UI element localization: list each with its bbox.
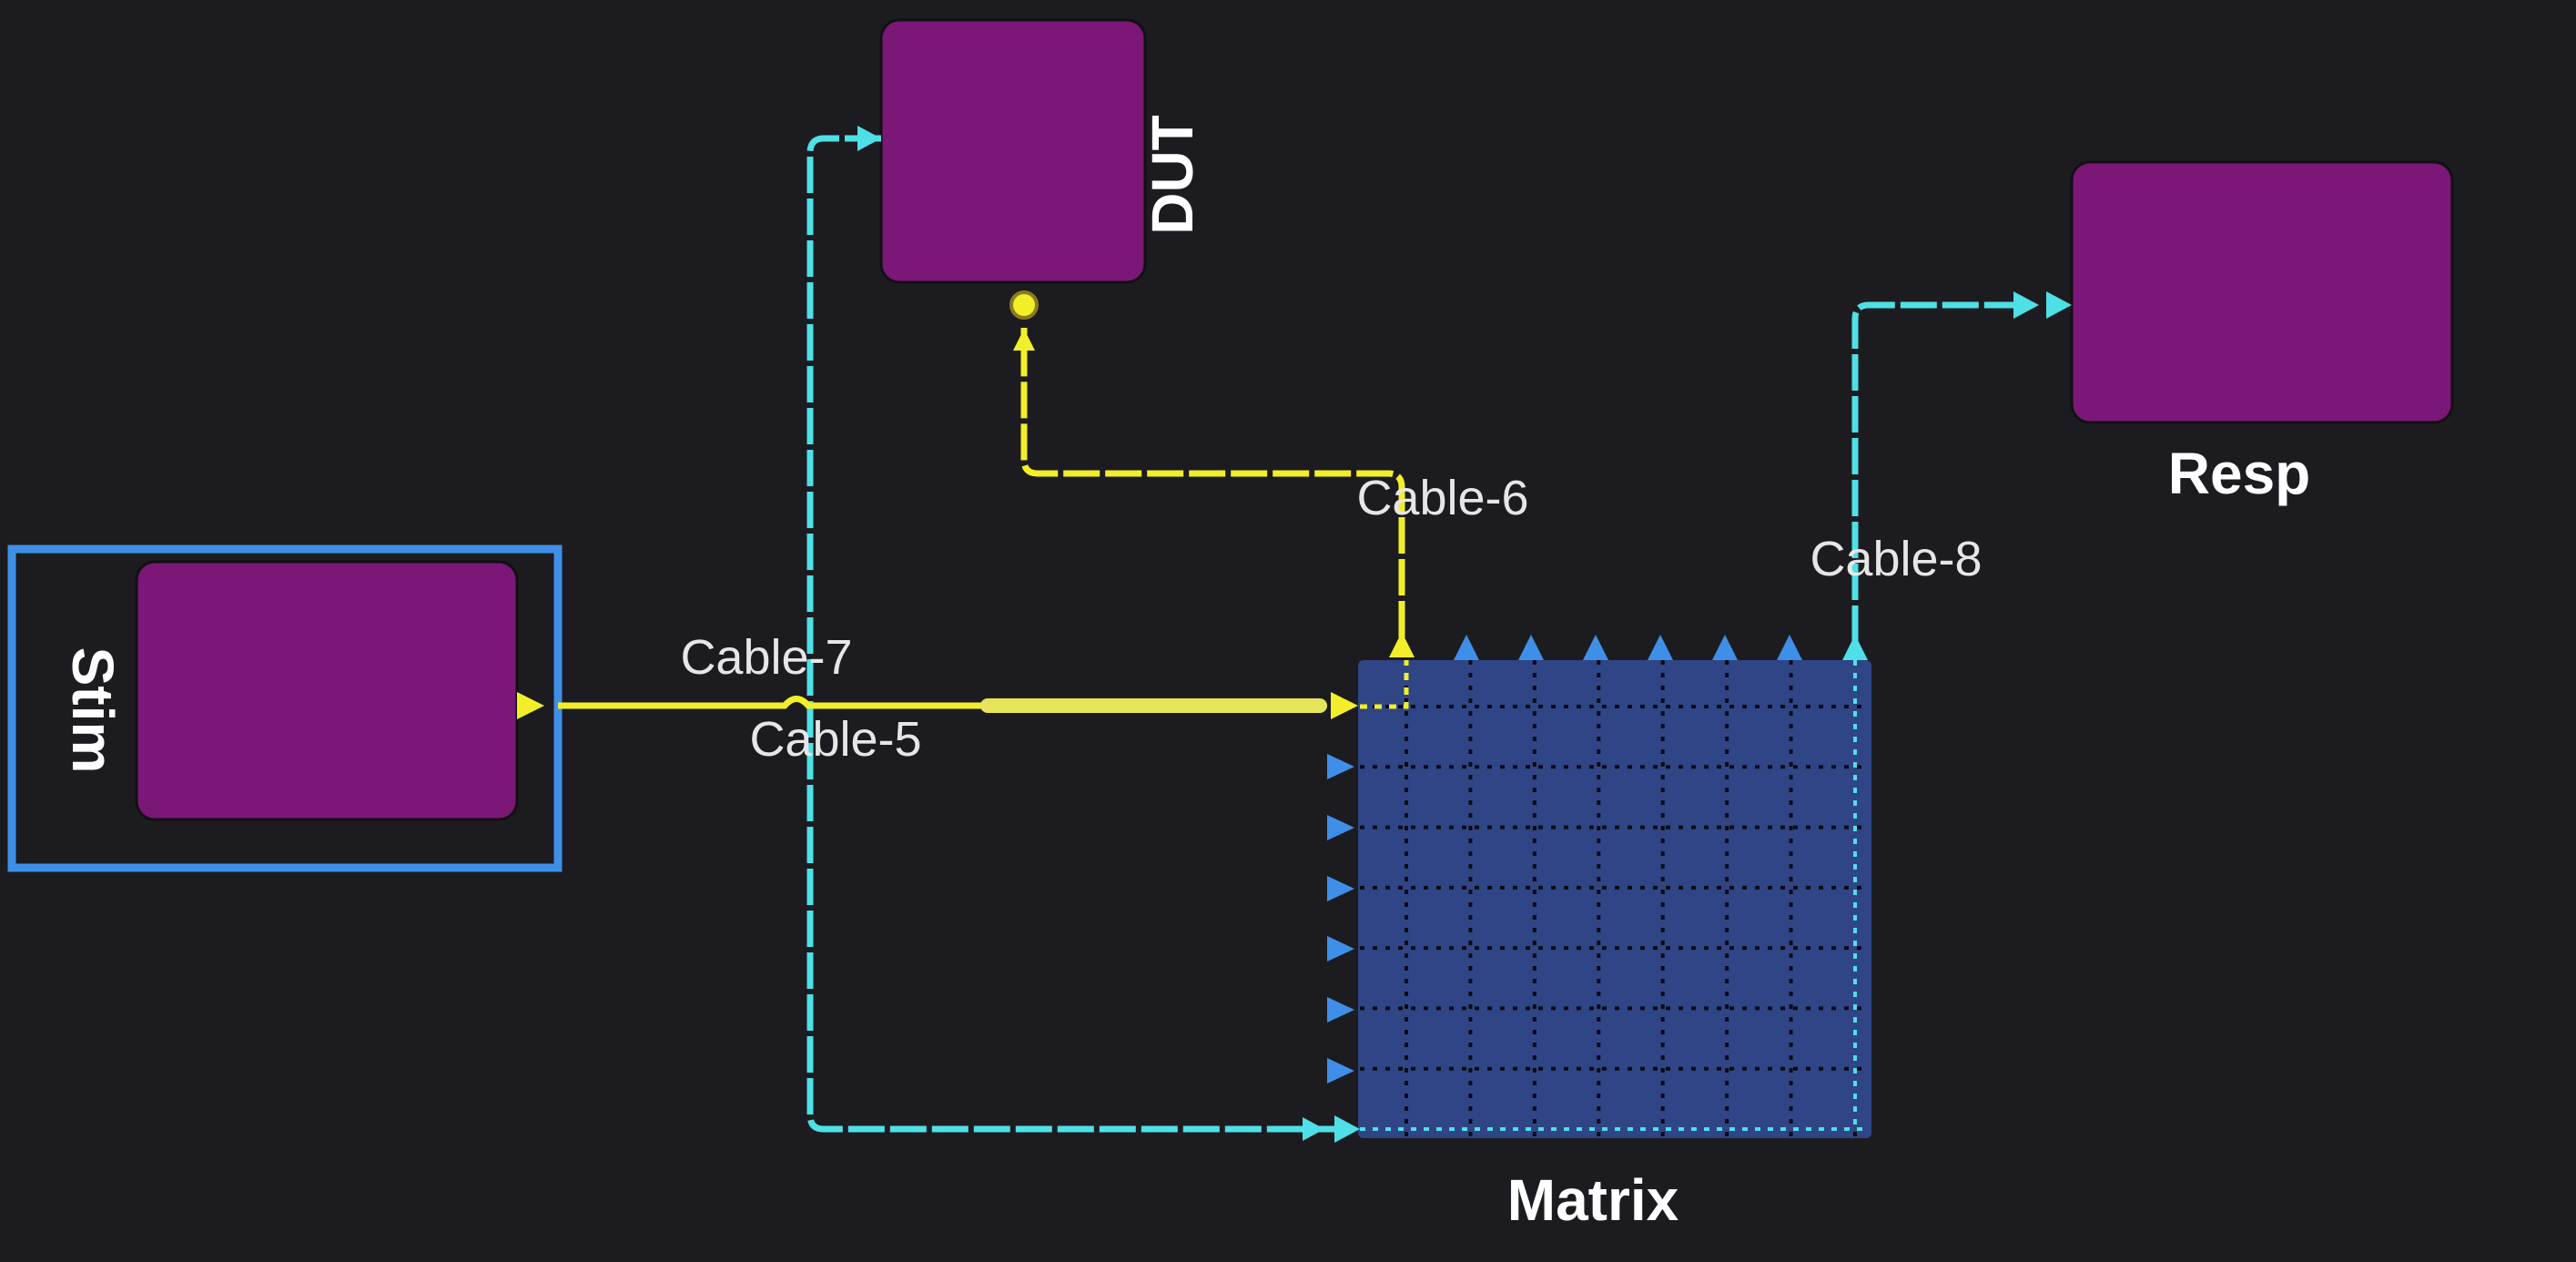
matrix-top-port-arrow[interactable] <box>1583 635 1608 660</box>
cable-7-wire[interactable] <box>558 696 988 709</box>
stim-label: Stim <box>60 647 126 774</box>
matrix-top-port-arrow[interactable] <box>1648 635 1673 660</box>
cable-8-arrow-1 <box>2013 291 2039 319</box>
cable-7[interactable] <box>517 660 1409 719</box>
cable-8-wire[interactable] <box>1851 301 2021 642</box>
cable-7-label: Cable-7 <box>680 630 852 685</box>
cable-6-arrow-matrix <box>1389 632 1415 657</box>
cable-5-wire[interactable] <box>806 135 1338 1133</box>
matrix-node[interactable] <box>1358 660 1871 1138</box>
matrix-left-port-arrow[interactable] <box>1327 754 1354 779</box>
matrix-left-port-arrow[interactable] <box>1327 876 1354 901</box>
cable-8-arrow-resp <box>2046 291 2072 319</box>
cable-6-arrow-dut <box>1013 329 1035 351</box>
matrix-top-port-arrow[interactable] <box>1712 635 1738 660</box>
cable-6-wire[interactable] <box>1020 328 1405 637</box>
matrix-left-port-arrow[interactable] <box>1327 936 1354 962</box>
matrix-left-port-arrow[interactable] <box>1327 815 1354 840</box>
dut-node[interactable] <box>879 18 1147 284</box>
cable-5[interactable] <box>806 126 1866 1143</box>
cable-8-arrow-matrix <box>1842 635 1868 660</box>
matrix-left-ports <box>1327 754 1354 1084</box>
cable-5-label: Cable-5 <box>749 712 921 767</box>
matrix-left-port-arrow[interactable] <box>1327 997 1354 1023</box>
cable-7-arrow-matrix <box>1331 692 1358 719</box>
matrix-left-port-arrow[interactable] <box>1327 1058 1354 1084</box>
stim-node[interactable] <box>135 560 519 821</box>
matrix-top-ports <box>1454 635 1802 660</box>
cable-5-arrow-matrix <box>1334 1115 1360 1143</box>
cable-7-arrow-stim <box>517 692 544 719</box>
cable-5-arrow-matrix-2 <box>1303 1117 1324 1141</box>
cable-7-matrix-row <box>1360 660 1409 709</box>
dut-output-port[interactable] <box>1009 290 1039 320</box>
cable-8-label: Cable-8 <box>1810 532 1982 586</box>
resp-node[interactable] <box>2070 160 2454 424</box>
cable-6-label: Cable-6 <box>1356 471 1528 525</box>
cable-8[interactable] <box>1842 291 2072 1129</box>
cable-6[interactable] <box>1009 290 1415 657</box>
resp-label: Resp <box>2168 441 2311 506</box>
cable-5-arrow-dut <box>857 126 881 151</box>
matrix-top-port-arrow[interactable] <box>1777 635 1802 660</box>
matrix-top-port-arrow[interactable] <box>1454 635 1479 660</box>
dut-label: DUT <box>1140 115 1205 235</box>
matrix-top-port-arrow[interactable] <box>1518 635 1544 660</box>
matrix-label: Matrix <box>1507 1167 1679 1233</box>
